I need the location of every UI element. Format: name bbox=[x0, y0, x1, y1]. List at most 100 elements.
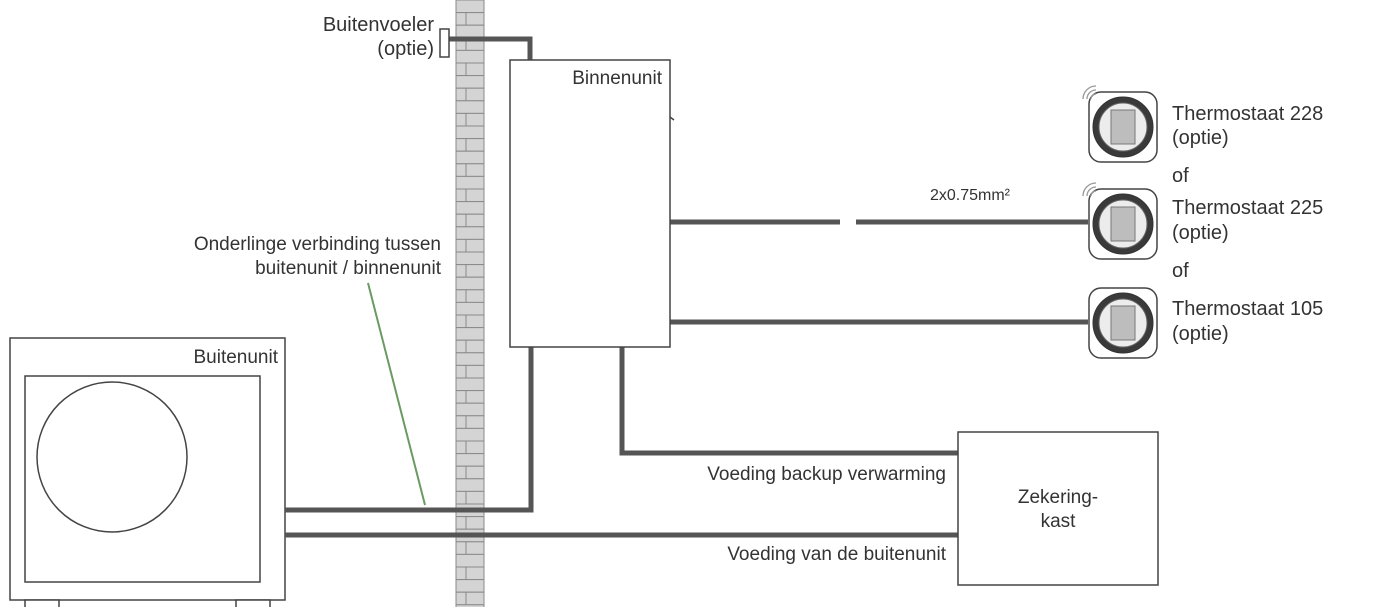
backup-power-wire bbox=[619, 347, 958, 456]
brick bbox=[465, 339, 485, 354]
brick bbox=[455, 604, 485, 607]
brick bbox=[455, 87, 467, 102]
brick bbox=[465, 364, 485, 379]
brick bbox=[455, 251, 485, 266]
interconnection-wire bbox=[285, 347, 534, 513]
brick bbox=[465, 314, 485, 329]
outdoor-sensor-body bbox=[439, 28, 450, 58]
fuse-box: Zekering- kast bbox=[957, 431, 1159, 586]
brick bbox=[465, 238, 485, 253]
brick bbox=[465, 264, 485, 278]
thermostat-105-name: Thermostaat 105 bbox=[1172, 298, 1323, 320]
thermostat-228-option: (optie) bbox=[1172, 127, 1229, 149]
brick bbox=[455, 440, 467, 455]
brick bbox=[465, 62, 485, 77]
brick bbox=[465, 163, 485, 177]
thermostat-device bbox=[1082, 182, 1158, 260]
brick bbox=[455, 327, 485, 341]
thermostat-225-option: (optie) bbox=[1172, 222, 1229, 244]
fuse-box-label-line1: Zekering- bbox=[1018, 487, 1098, 508]
fuse-box-label-line2: kast bbox=[1041, 511, 1077, 532]
brick bbox=[455, 591, 467, 606]
separator-of-1: of bbox=[1172, 165, 1189, 187]
brick bbox=[455, 238, 467, 253]
thermostat-labels: Thermostaat 228 (optie) of Thermostaat 2… bbox=[1172, 103, 1323, 345]
brick bbox=[455, 188, 467, 203]
wireless-icon bbox=[1082, 182, 1097, 197]
brick bbox=[455, 125, 485, 140]
brick bbox=[455, 415, 467, 429]
brick bbox=[455, 427, 485, 442]
brick bbox=[455, 112, 467, 127]
outdoor-unit: Buitenunit bbox=[9, 337, 286, 607]
brick bbox=[455, 201, 485, 215]
brick bbox=[455, 276, 485, 291]
outdoor-unit-foot-right bbox=[235, 599, 271, 607]
fuse-box-housing bbox=[957, 431, 1159, 586]
thermostat-display bbox=[1110, 109, 1136, 145]
brick bbox=[465, 12, 485, 26]
brick bbox=[455, 566, 467, 581]
brick bbox=[455, 541, 467, 555]
brick bbox=[455, 12, 467, 26]
brick bbox=[455, 490, 467, 505]
interconnection-label-line2: buitenunit / binnenunit bbox=[255, 258, 442, 279]
outdoor-sensor: Buitenvoeler (optie) bbox=[323, 14, 450, 60]
sensor-wire bbox=[440, 36, 533, 60]
brick bbox=[455, 226, 485, 240]
interconnection-pointer bbox=[367, 282, 426, 506]
brick bbox=[465, 112, 485, 127]
thermostat-228-name: Thermostaat 228 bbox=[1172, 103, 1323, 125]
brick bbox=[465, 541, 485, 555]
brick bbox=[455, 49, 485, 64]
outdoor-sensor-label: Buitenvoeler bbox=[323, 14, 435, 36]
brick bbox=[455, 579, 485, 593]
brick bbox=[465, 213, 485, 228]
thermostat-display bbox=[1110, 305, 1136, 341]
brick bbox=[465, 87, 485, 102]
brick bbox=[455, 264, 467, 278]
brick bbox=[455, 377, 485, 392]
indoor-unit: Binnenunit bbox=[509, 59, 671, 348]
brick bbox=[465, 591, 485, 606]
brick bbox=[465, 516, 485, 530]
brick bbox=[455, 138, 467, 152]
indoor-unit-housing bbox=[509, 59, 671, 348]
outdoor-unit-foot-left bbox=[24, 599, 60, 607]
brick bbox=[455, 0, 485, 14]
brick bbox=[455, 24, 485, 39]
brick bbox=[455, 553, 485, 568]
brick-wall bbox=[455, 0, 485, 607]
brick bbox=[455, 289, 467, 303]
separator-of-2: of bbox=[1172, 260, 1189, 282]
brick bbox=[455, 478, 485, 492]
brick bbox=[455, 465, 467, 480]
brick bbox=[455, 175, 485, 190]
brick bbox=[465, 390, 485, 404]
brick bbox=[455, 364, 467, 379]
thermostat-device bbox=[1088, 287, 1158, 359]
brick bbox=[455, 213, 467, 228]
wiring bbox=[285, 36, 1088, 538]
brick bbox=[455, 163, 467, 177]
outdoor-unit-label: Buitenunit bbox=[193, 347, 278, 368]
brick bbox=[465, 289, 485, 303]
brick bbox=[465, 415, 485, 429]
backup-power-label: Voeding backup verwarming bbox=[707, 464, 946, 485]
brick bbox=[455, 516, 467, 530]
outdoor-unit-fan bbox=[36, 381, 188, 533]
brick bbox=[455, 75, 485, 89]
outdoor-power-label: Voeding van de buitenunit bbox=[727, 544, 946, 565]
thermostat-device bbox=[1082, 85, 1158, 163]
brick bbox=[455, 314, 467, 329]
indoor-unit-label: Binnenunit bbox=[572, 68, 663, 89]
thermostats bbox=[1082, 85, 1158, 359]
brick bbox=[455, 62, 467, 77]
interconnection-annotation: Onderlinge verbinding tussen buitenunit … bbox=[194, 234, 442, 506]
brick bbox=[455, 100, 485, 114]
brick bbox=[465, 188, 485, 203]
brick bbox=[465, 138, 485, 152]
interconnection-label-line1: Onderlinge verbinding tussen bbox=[194, 234, 441, 255]
wireless-icon bbox=[1082, 85, 1097, 100]
thermostat-225-name: Thermostaat 225 bbox=[1172, 197, 1323, 219]
